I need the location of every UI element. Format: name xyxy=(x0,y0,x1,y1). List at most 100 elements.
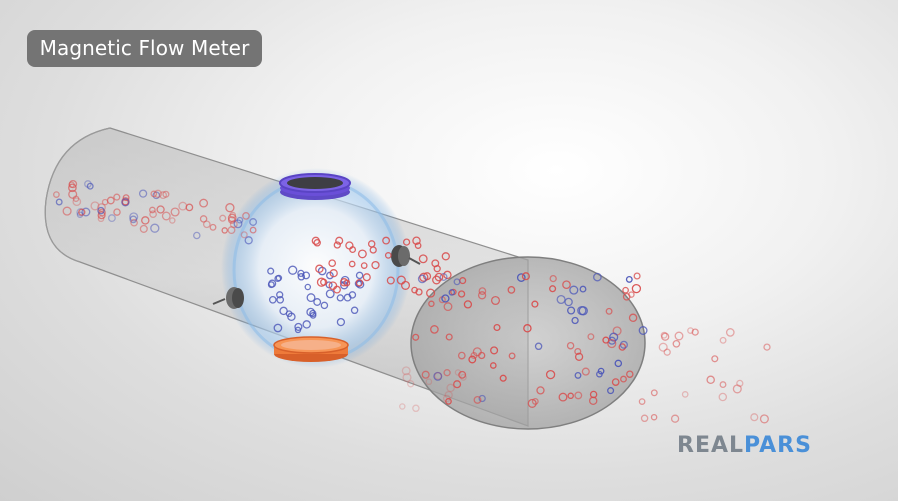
particle xyxy=(549,274,557,283)
particle xyxy=(531,300,539,308)
particle xyxy=(113,193,121,201)
particle xyxy=(412,236,421,245)
particle xyxy=(407,380,415,388)
particle xyxy=(521,272,530,281)
particle xyxy=(343,279,351,287)
particle xyxy=(348,260,356,268)
particle xyxy=(350,306,359,315)
particle xyxy=(658,342,668,352)
particle xyxy=(349,246,357,254)
particle xyxy=(589,390,598,399)
particle xyxy=(454,369,462,376)
particle xyxy=(446,383,455,393)
particle xyxy=(273,323,283,333)
particle xyxy=(268,279,277,288)
particle xyxy=(199,198,209,208)
electrode-left-icon xyxy=(212,287,244,309)
particle xyxy=(759,414,769,424)
particle xyxy=(718,392,728,402)
particle xyxy=(428,300,435,308)
particle xyxy=(285,310,293,318)
particle xyxy=(240,231,248,239)
particle xyxy=(562,280,571,290)
particle xyxy=(490,346,499,355)
particle xyxy=(159,191,168,200)
particle xyxy=(225,203,235,213)
particle xyxy=(619,340,628,349)
particle xyxy=(531,397,539,405)
particle xyxy=(162,190,170,198)
particle xyxy=(325,289,335,299)
particle xyxy=(719,336,727,344)
particle xyxy=(402,238,411,246)
particle xyxy=(732,384,742,394)
particle xyxy=(430,325,439,334)
particle xyxy=(750,413,759,422)
particle xyxy=(448,289,456,296)
particle xyxy=(328,281,338,291)
particle xyxy=(439,273,448,281)
particle xyxy=(490,295,501,306)
particle xyxy=(149,206,156,214)
particle xyxy=(564,297,573,307)
particle xyxy=(443,369,451,377)
particle xyxy=(185,203,194,212)
particle xyxy=(170,207,180,217)
particle xyxy=(628,291,635,298)
particle xyxy=(107,214,116,223)
particle xyxy=(72,197,82,207)
particle xyxy=(382,236,391,245)
particle xyxy=(249,226,257,234)
particle xyxy=(417,274,427,284)
particle xyxy=(106,196,115,205)
particle xyxy=(763,343,771,351)
particle xyxy=(508,352,516,360)
particle xyxy=(311,236,320,245)
particle xyxy=(425,378,433,386)
particle xyxy=(711,355,719,363)
particle xyxy=(587,333,595,341)
particle xyxy=(638,326,648,335)
particle xyxy=(441,294,450,303)
particle xyxy=(567,306,576,315)
particle xyxy=(371,260,380,270)
particle xyxy=(493,323,501,332)
particle xyxy=(527,398,537,408)
particle xyxy=(477,291,487,300)
particle xyxy=(622,286,629,294)
particle xyxy=(288,265,298,275)
particle xyxy=(558,392,568,402)
particle xyxy=(443,270,452,280)
particle xyxy=(426,288,436,298)
particle xyxy=(545,369,556,380)
particle xyxy=(412,404,420,413)
particle xyxy=(593,272,602,282)
particle xyxy=(534,342,543,351)
particle xyxy=(178,201,188,211)
particle xyxy=(536,386,545,395)
particle xyxy=(650,413,658,421)
particle xyxy=(129,215,138,224)
particle xyxy=(421,370,430,379)
particle xyxy=(150,190,158,198)
particle xyxy=(574,371,582,379)
particle xyxy=(445,398,452,405)
particle xyxy=(672,339,681,348)
particle xyxy=(489,362,497,369)
particle xyxy=(229,220,238,229)
particle xyxy=(457,290,466,298)
particle xyxy=(355,279,364,287)
particle xyxy=(478,351,486,360)
particle xyxy=(605,307,613,315)
particle xyxy=(431,259,440,268)
particle xyxy=(233,219,243,229)
particle xyxy=(638,398,646,405)
particle xyxy=(62,206,72,216)
particle xyxy=(304,283,312,291)
particle xyxy=(625,275,633,283)
particle xyxy=(566,341,575,350)
particle xyxy=(309,309,317,318)
particle xyxy=(161,211,171,221)
